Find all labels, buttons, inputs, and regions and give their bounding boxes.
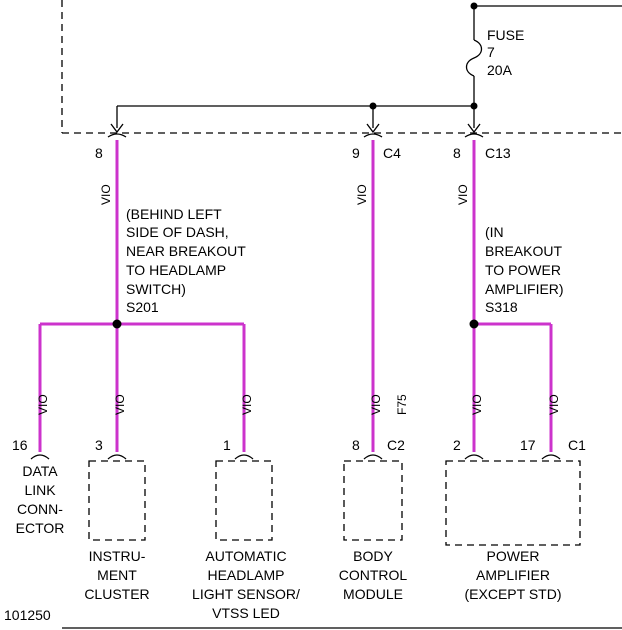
left-connector-pin: 8 [95,145,103,161]
body-control-module-label: BODY CONTROL MODULE [339,548,408,602]
power-amplifier-box [445,460,581,546]
figure-id: 101250 [4,607,51,623]
splice-s318-dot [469,319,479,329]
svg-text:LINK: LINK [24,482,56,498]
wire-color-label: VIO [470,394,484,415]
bcm-pin: 8 [352,437,360,453]
svg-text:DATA: DATA [22,463,58,479]
fuse-rating: 20A [487,62,513,78]
svg-text:MENT: MENT [97,567,137,583]
instrument-cluster-label: INSTRU- MENT CLUSTER [84,548,149,602]
svg-text:BODY: BODY [353,548,393,564]
splice-s318-line: TO POWER [485,262,561,278]
splice-s201-dot [112,319,122,329]
fuse-block: FUSE 7 20A [61,0,622,134]
cluster-pin: 3 [95,437,103,453]
dlc-pin: 16 [12,437,28,453]
splice-s318-line: BREAKOUT [485,243,562,259]
right-connector-pin: 8 [453,145,461,161]
wire-color-label: VIO [36,394,50,415]
svg-text:LIGHT SENSOR/: LIGHT SENSOR/ [192,586,300,602]
right-connector-id: C13 [485,145,511,161]
headlamp-sensor-box [215,460,273,541]
connector-symbols [107,123,484,138]
component-connector-symbols [30,454,561,460]
amplifier-connector-id: C1 [568,437,586,453]
headlamp-sensor-label: AUTOMATIC HEADLAMP LIGHT SENSOR/ VTSS LE… [192,548,300,621]
svg-text:CLUSTER: CLUSTER [84,586,149,602]
splice-s201-line: SIDE OF DASH, [126,224,229,240]
wires [38,140,553,452]
splice-s318-id: S318 [485,299,518,315]
svg-text:(EXCEPT STD): (EXCEPT STD) [465,586,562,602]
svg-text:POWER: POWER [487,548,540,564]
wire-color-label: VIO [240,394,254,415]
wire-color-label: VIO [547,394,561,415]
bcm-connector-id: C2 [387,437,405,453]
wire-color-label: VIO [355,184,369,205]
amplifier-pin-b: 17 [520,437,536,453]
dlc-label: DATA LINK CONN- ECTOR [16,463,65,536]
circuit-f75-label: F75 [395,394,409,415]
sensor-pin: 1 [223,437,231,453]
svg-text:AUTOMATIC: AUTOMATIC [205,548,286,564]
svg-text:CONTROL: CONTROL [339,567,408,583]
splice-s318-line: AMPLIFIER) [485,281,564,297]
fuse-label: FUSE [487,27,524,43]
splice-s201-line: SWITCH) [126,281,186,297]
splice-s318-line: (IN [485,224,504,240]
wire-color-label: VIO [369,394,383,415]
splice-s201-line: (BEHIND LEFT [126,206,222,222]
wire-color-label: VIO [113,394,127,415]
splice-s201-line: NEAR BREAKOUT [126,243,246,259]
middle-connector-id: C4 [383,145,401,161]
svg-text:CONN-: CONN- [17,501,63,517]
wire-color-label: VIO [99,184,113,205]
splice-s201-line: TO HEADLAMP [126,262,226,278]
fuse-number: 7 [487,44,495,60]
wire-color-label: VIO [456,184,470,205]
body-control-module-box [343,460,403,541]
svg-text:ECTOR: ECTOR [16,520,65,536]
splice-s201-id: S201 [126,299,159,315]
middle-connector-pin: 9 [352,145,360,161]
power-amplifier-label: POWER AMPLIFIER (EXCEPT STD) [465,548,562,602]
svg-text:INSTRU-: INSTRU- [89,548,146,564]
svg-text:MODULE: MODULE [343,586,403,602]
fuse-symbol [465,39,483,77]
svg-text:AMPLIFIER: AMPLIFIER [476,567,550,583]
instrument-cluster-box [88,460,146,541]
svg-text:HEADLAMP: HEADLAMP [207,567,284,583]
svg-text:VTSS LED: VTSS LED [212,605,280,621]
amplifier-pin-a: 2 [453,437,461,453]
